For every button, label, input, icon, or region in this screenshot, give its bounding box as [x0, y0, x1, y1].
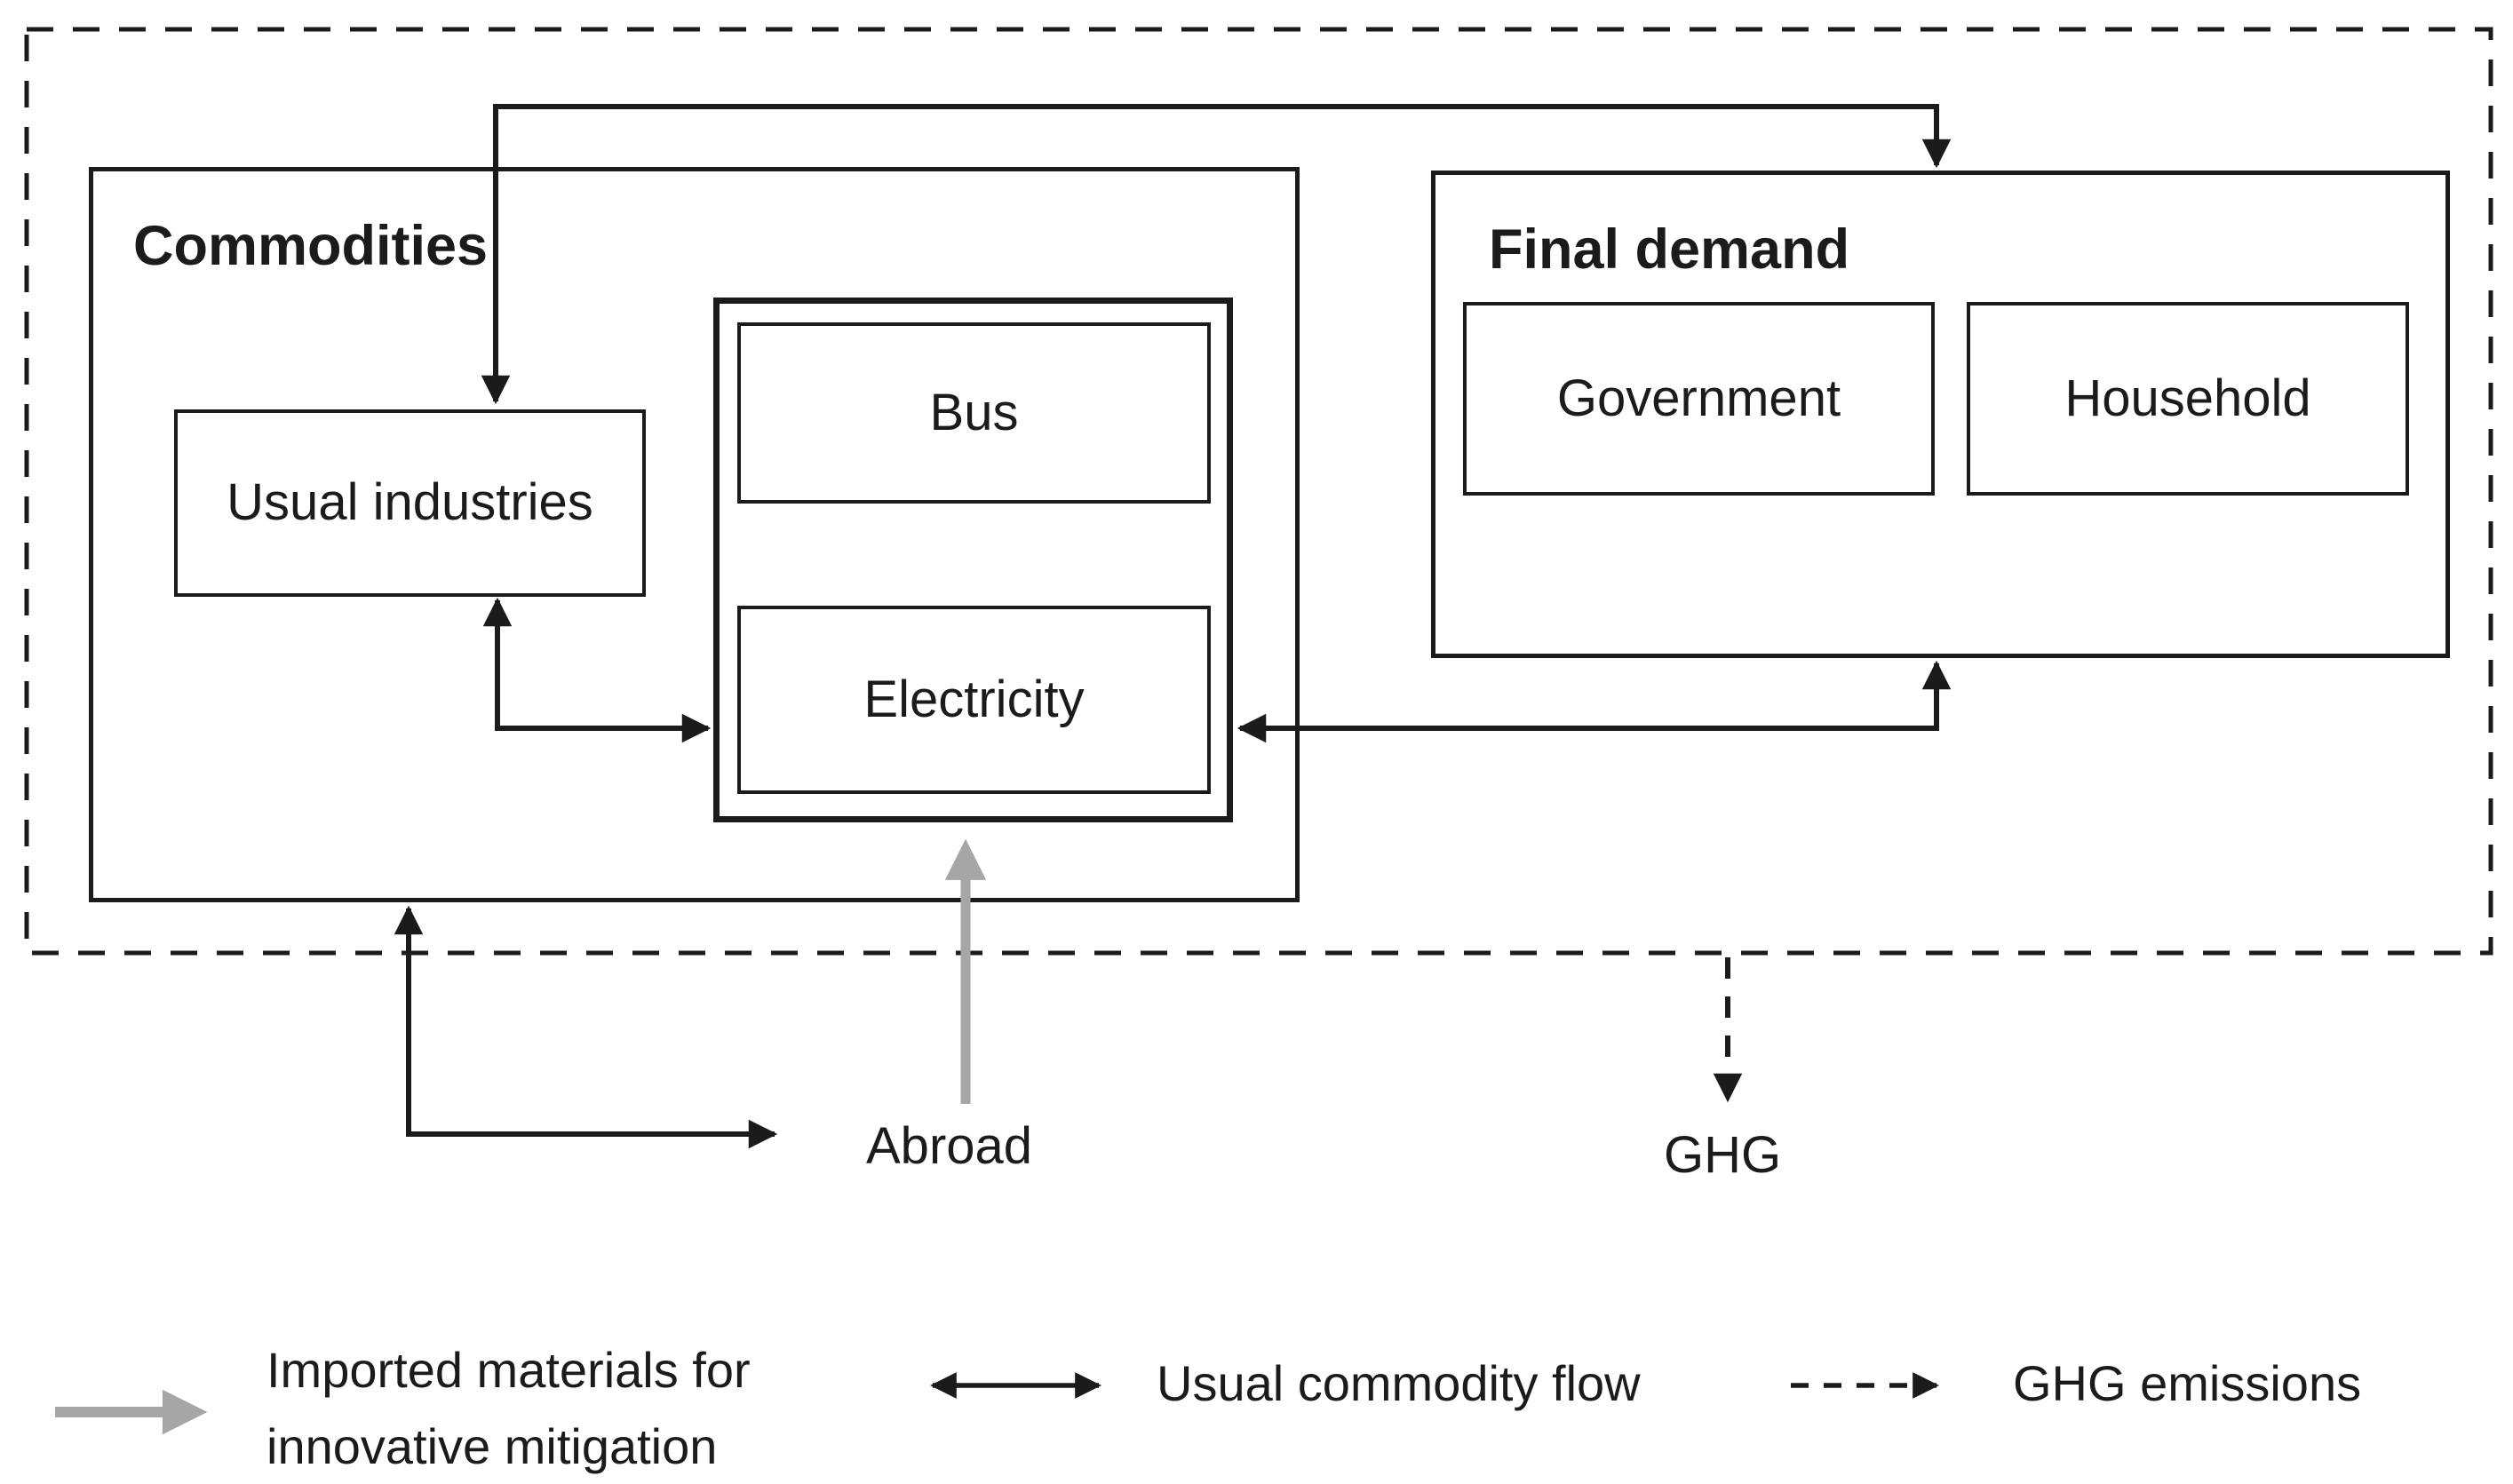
bus-label: Bus [929, 383, 1019, 441]
commodities-title: Commodities [133, 215, 489, 277]
electricity-box: Electricity [737, 606, 1211, 794]
household-box: Household [1967, 302, 2409, 496]
electricity-label: Electricity [863, 670, 1085, 728]
legend-imported-line2: innovative mitigation [266, 1418, 718, 1474]
abroad-label: Abroad [866, 1117, 1033, 1175]
legend-imported-line1: Imported materials for [266, 1342, 751, 1398]
usual-industries-box: Usual industries [174, 409, 646, 597]
legend-ghg-emissions-label: GHG emissions [2013, 1355, 2362, 1411]
ghg-label: GHG [1664, 1126, 1782, 1184]
government-box: Government [1463, 302, 1935, 496]
flow-arrow-final-demand-electricity [1237, 660, 1952, 743]
final-demand-title: Final demand [1489, 218, 1850, 281]
government-label: Government [1556, 369, 1841, 427]
legend-imported-label: Imported materials for innovative mitiga… [266, 1332, 751, 1484]
bus-box: Bus [737, 322, 1211, 504]
usual-industries-label: Usual industries [227, 473, 593, 532]
legend-usual-flow-label: Usual commodity flow [1157, 1355, 1641, 1411]
household-label: Household [2064, 369, 2311, 427]
flow-arrow-commodities-abroad [394, 905, 778, 1149]
